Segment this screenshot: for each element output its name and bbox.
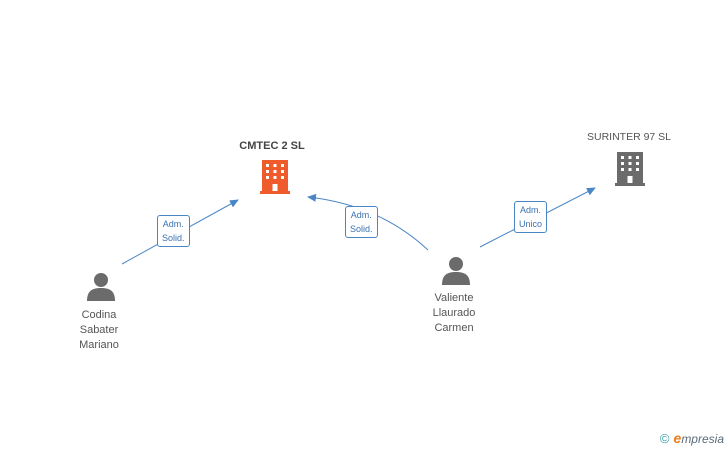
company-name[interactable]: SURINTER 97 SL: [586, 131, 672, 143]
relation-label-line: Adm.: [162, 219, 184, 229]
copyright-icon: ©: [659, 430, 670, 446]
person-name-line: Carmen: [434, 322, 474, 334]
person-name-line: Codina: [81, 309, 117, 321]
person-name-line: Mariano: [79, 339, 119, 351]
person-name-line: Llaurado: [432, 307, 476, 319]
brand-logo: empresia: [673, 430, 724, 446]
person-name-line: Valiente: [434, 292, 474, 304]
relation-label-line: Solid.: [350, 224, 373, 234]
person-icon[interactable]: [87, 273, 115, 301]
relation-label: Adm. Solid.: [345, 206, 378, 238]
building-icon[interactable]: [615, 152, 645, 186]
person-name[interactable]: Valiente Llaurado Carmen: [418, 291, 490, 336]
relation-label-line: Solid.: [162, 233, 185, 243]
person-icon[interactable]: [442, 257, 470, 285]
relation-label-line: Unico: [519, 219, 543, 229]
relation-label: Adm. Solid.: [157, 215, 190, 247]
person-name[interactable]: Codina Sabater Mariano: [64, 308, 134, 353]
relation-label: Adm. Unico: [514, 201, 548, 233]
empresia-watermark: © empresia: [660, 430, 724, 446]
company-name[interactable]: CMTEC 2 SL: [239, 140, 305, 152]
person-name-line: Sabater: [79, 324, 119, 336]
relation-label-line: Adm.: [350, 210, 372, 220]
relation-label-line: Adm.: [520, 205, 542, 215]
building-icon[interactable]: [260, 160, 290, 194]
